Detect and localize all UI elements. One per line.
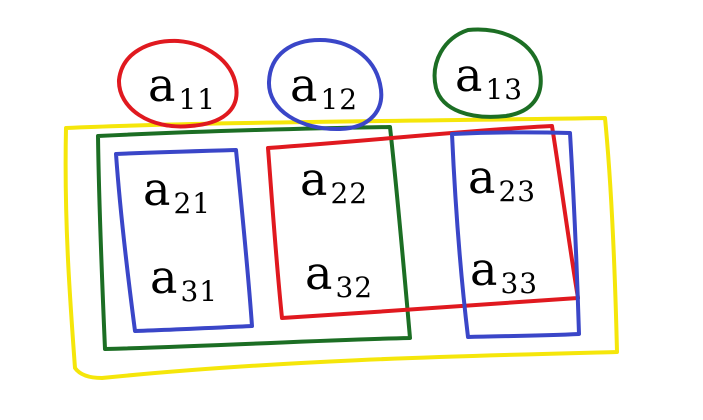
yellow-rows-2-3-box bbox=[63, 116, 619, 380]
red-circle-a11 bbox=[116, 38, 239, 129]
blue-column-1-box bbox=[114, 148, 254, 333]
green-circle-a13 bbox=[432, 27, 543, 119]
blue-column-3-box bbox=[450, 130, 581, 339]
blue-circle-a12 bbox=[266, 38, 384, 132]
green-columns-1-2-box bbox=[96, 125, 412, 351]
